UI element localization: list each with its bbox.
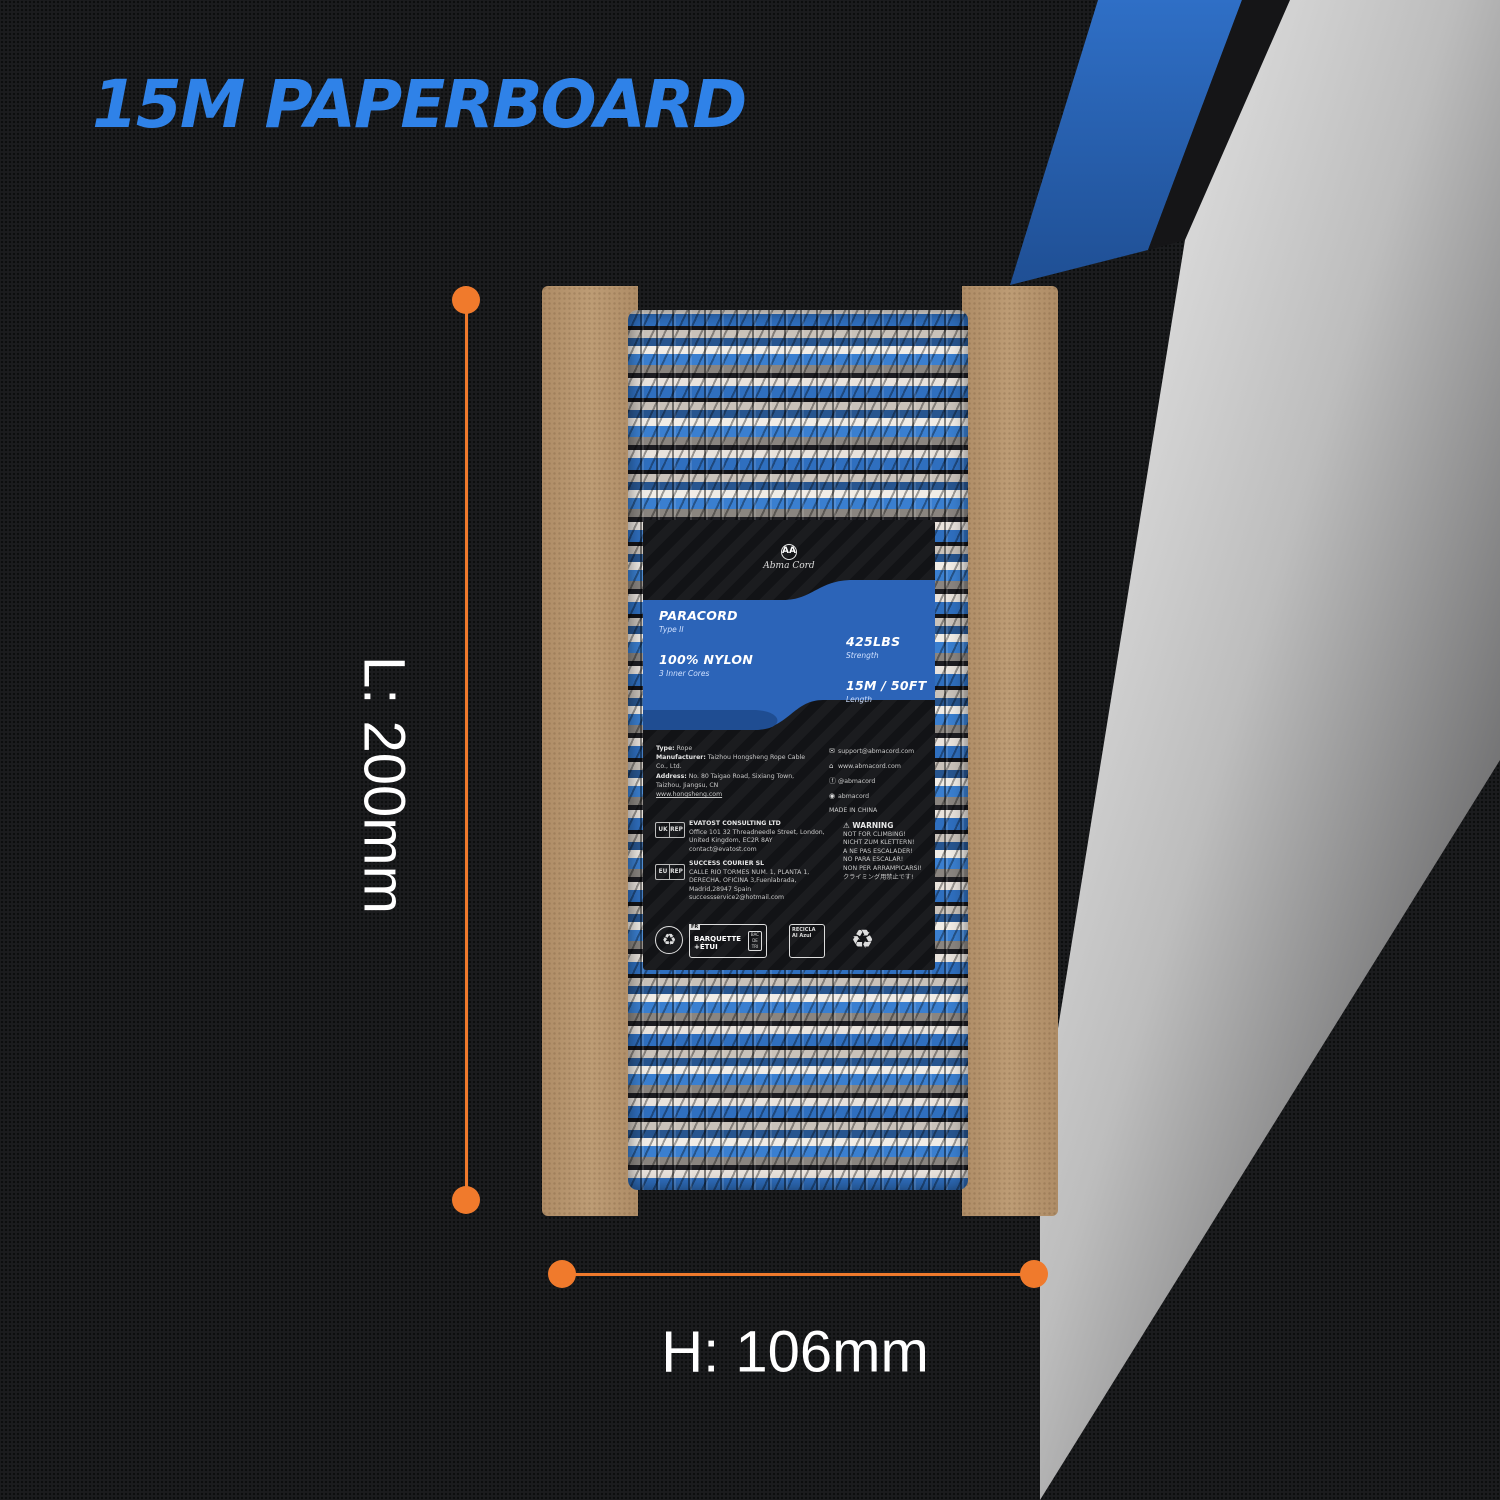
manufacturer-info: Type: Rope Manufacturer: Taizhou Hongshe… (656, 744, 806, 799)
fr-line-1: BARQUETTE (694, 935, 742, 943)
eu-rep-name: SUCCESS COURIER SL (689, 860, 765, 867)
uk-rep-info: EVATOST CONSULTING LTD Office 101 32 Thr… (689, 820, 834, 854)
height-dimension-left-dot (548, 1260, 576, 1288)
length-dimension-top-dot (452, 286, 480, 314)
spec-material-sub: 3 Inner Cores (659, 669, 710, 678)
spec-length-title: 15M / 50FT (846, 678, 927, 693)
height-dimension-right-dot (1020, 1260, 1048, 1288)
recicla-line-1: RECICLA (792, 927, 816, 933)
chat-icon: ◉ (829, 792, 836, 800)
spec-strength-sub: Strength (846, 651, 879, 660)
contact-list: ✉support@abmacord.com ⌂www.abmacord.com … (829, 744, 933, 818)
brand-logo-icon: AA (781, 544, 797, 560)
contact-row-chat: ◉abmacord (829, 789, 933, 804)
contact-web-text: www.abmacord.com (838, 763, 901, 770)
spec-strength: 425LBS Strength (846, 634, 900, 660)
warning-line-6: クライミング用禁止です! (843, 873, 914, 881)
uk-rep-tag-b: REP (670, 827, 683, 833)
warning-title: ⚠ WARNING (843, 821, 894, 830)
recycle-icon: ♻ (851, 925, 875, 955)
fr-sorting-text: BARQUETTE +ÉTUI (694, 935, 741, 951)
mail-icon: ✉ (829, 747, 835, 755)
length-label: L: 200mm (351, 656, 417, 914)
contact-row-web: ⌂ www.abmacord.com (829, 759, 933, 774)
uk-rep-email: contact@evatost.com (689, 845, 757, 853)
type-key: Type: (656, 745, 675, 752)
address-value: No. 80 Taigao Road, Sixiang Town, Taizho… (656, 772, 795, 789)
uk-rep-name: EVATOST CONSULTING LTD (689, 820, 781, 827)
contact-row-mail: ✉support@abmacord.com (829, 744, 933, 759)
length-dimension-bottom-dot (452, 1186, 480, 1214)
climbing-warning: ⚠ WARNING NOT FOR CLIMBING! NICHT ZUM KL… (843, 821, 933, 882)
brand-block: AA Abma Cord (643, 538, 935, 571)
triman-icon: ♻ (655, 926, 683, 954)
facebook-icon: ⓕ (829, 777, 836, 785)
spec-product: PARACORD Type II (659, 608, 738, 634)
manufacturer-website: www.hongsheng.com (656, 791, 723, 799)
warning-line-2: NICHT ZUM KLETTERN! (843, 839, 915, 847)
contact-row-facebook: ⓕ@abmacord (829, 774, 933, 789)
contact-chat-text: abmacord (838, 793, 870, 800)
eu-rep-tag-b: REP (670, 869, 683, 875)
uk-rep-address: Office 101 32 Threadneedle Street, Londo… (689, 828, 825, 845)
fr-line-2: +ÉTUI (694, 943, 718, 951)
spec-material-title: 100% NYLON (659, 652, 754, 667)
warning-line-1: NOT FOR CLIMBING! (843, 830, 906, 838)
paperboard-left-flange (542, 286, 638, 1216)
spec-length-sub: Length (846, 695, 873, 704)
contact-mail-text: support@abmacord.com (838, 748, 915, 755)
product-label-card: AA Abma Cord PARACORD Type II 100% NYLON… (643, 520, 935, 970)
warning-line-3: A NE PAS ESCALADER! (843, 847, 913, 855)
recicla-line-2: Al Azul (792, 933, 812, 939)
blue-stripe (1010, 0, 1242, 285)
height-label: H: 106mm (661, 1319, 929, 1385)
sorting-bin-icon: BAC DE TRI (748, 931, 762, 951)
warning-line-4: NO PARA ESCALAR! (843, 856, 904, 864)
type-value: Rope (676, 745, 693, 752)
spec-strength-title: 425LBS (846, 634, 901, 649)
spec-product-title: PARACORD (659, 608, 738, 623)
spec-material: 100% NYLON 3 Inner Cores (659, 652, 753, 678)
length-dimension-line (465, 300, 468, 1200)
height-dimension-line (562, 1273, 1034, 1276)
brand-name: Abma Cord (763, 561, 815, 571)
eu-rep-tag-a: EU (657, 865, 670, 879)
silver-stripe (1040, 0, 1500, 1500)
warning-line-5: NON PER ARRAMPICARSI! (843, 864, 922, 872)
eu-rep-address: CALLE RIO TORMES NUM. 1, PLANTA 1, DEREC… (689, 868, 810, 893)
eu-rep-info: SUCCESS COURIER SL CALLE RIO TORMES NUM.… (689, 860, 839, 903)
manufacturer-value: Taizhou Hongsheng Rope Cable Co., Ltd. (656, 754, 806, 771)
uk-rep-tag-a: UK (657, 823, 670, 837)
manufacturer-key: Manufacturer: (656, 754, 706, 762)
made-in: MADE IN CHINA (829, 807, 878, 814)
paperboard-right-flange (962, 286, 1058, 1216)
label-blue-band (643, 580, 935, 730)
recicla-box: RECICLA Al Azul (789, 924, 825, 958)
spec-product-sub: Type II (659, 625, 684, 634)
headline: 15M PAPERBOARD (92, 66, 747, 143)
home-icon: ⌂ (829, 762, 834, 770)
fr-sorting-box: FR BARQUETTE +ÉTUI BAC DE TRI (689, 924, 767, 958)
contact-facebook-text: @abmacord (838, 778, 876, 785)
address-key: Address: (656, 772, 687, 780)
recycling-icons: ♻ FR BARQUETTE +ÉTUI BAC DE TRI RECICLA … (655, 920, 925, 960)
fr-tag: FR (689, 924, 701, 930)
eu-rep-email: successservice2@hotmail.com (689, 894, 785, 901)
spec-length: 15M / 50FT Length (846, 678, 927, 704)
dark-gap-stripe (1148, 0, 1290, 250)
